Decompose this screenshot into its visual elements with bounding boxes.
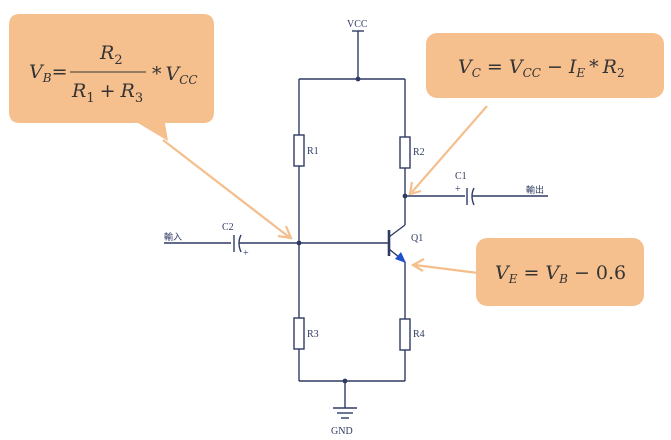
svg-text:VE=VB−0.6: VE=VB−0.6 [495, 262, 626, 286]
c1-plus: + [455, 184, 461, 195]
junction-base [296, 240, 302, 246]
ve-formula: VE=VB−0.6 [495, 262, 626, 286]
junction-gnd [342, 378, 348, 384]
vc-callout-arrow [411, 105, 488, 193]
svg-text:VB=: VB= [29, 61, 67, 85]
vb-callout-arrowhead [277, 225, 293, 240]
gnd-label: GND [331, 426, 353, 437]
transistor-emitter-arrow [395, 252, 406, 263]
vc-callout-box [426, 33, 664, 98]
c2-plus: + [243, 248, 249, 259]
input-label: 輸入 [164, 231, 182, 243]
resistor-r4 [399, 318, 411, 351]
vb-formula: VB= R2 R1+R3 *VCC [29, 42, 198, 106]
c1-label: C1 [455, 171, 467, 182]
svg-text:*VCC: *VCC [152, 63, 198, 87]
output-label: 輸出 [526, 184, 544, 196]
c2-label: C2 [222, 222, 234, 233]
ve-callout-box [476, 238, 644, 306]
svg-text:R1+R3: R1+R3 [71, 80, 143, 106]
resistor-r2 [399, 136, 411, 169]
junction-vcc [355, 76, 361, 82]
vcc-label: VCC [347, 19, 368, 30]
vb-callout-box [9, 14, 214, 141]
svg-text:VC=VCC−IE*R2: VC=VCC−IE*R2 [458, 56, 625, 80]
junction-collector [402, 193, 408, 199]
r3-label: R3 [307, 329, 319, 340]
q1-label: Q1 [411, 233, 423, 244]
vb-callout-arrow [162, 139, 290, 238]
resistor-r1 [293, 134, 305, 167]
vc-formula: VC=VCC−IE*R2 [458, 56, 625, 80]
vc-callout-arrowhead [408, 181, 422, 196]
r1-label: R1 [307, 146, 319, 157]
r4-label: R4 [413, 329, 425, 340]
ve-callout-arrow [414, 263, 479, 275]
resistor-r3 [293, 317, 305, 350]
r2-label: R2 [413, 147, 425, 158]
svg-text:R2: R2 [99, 42, 123, 68]
ve-callout-arrowhead [410, 258, 425, 272]
